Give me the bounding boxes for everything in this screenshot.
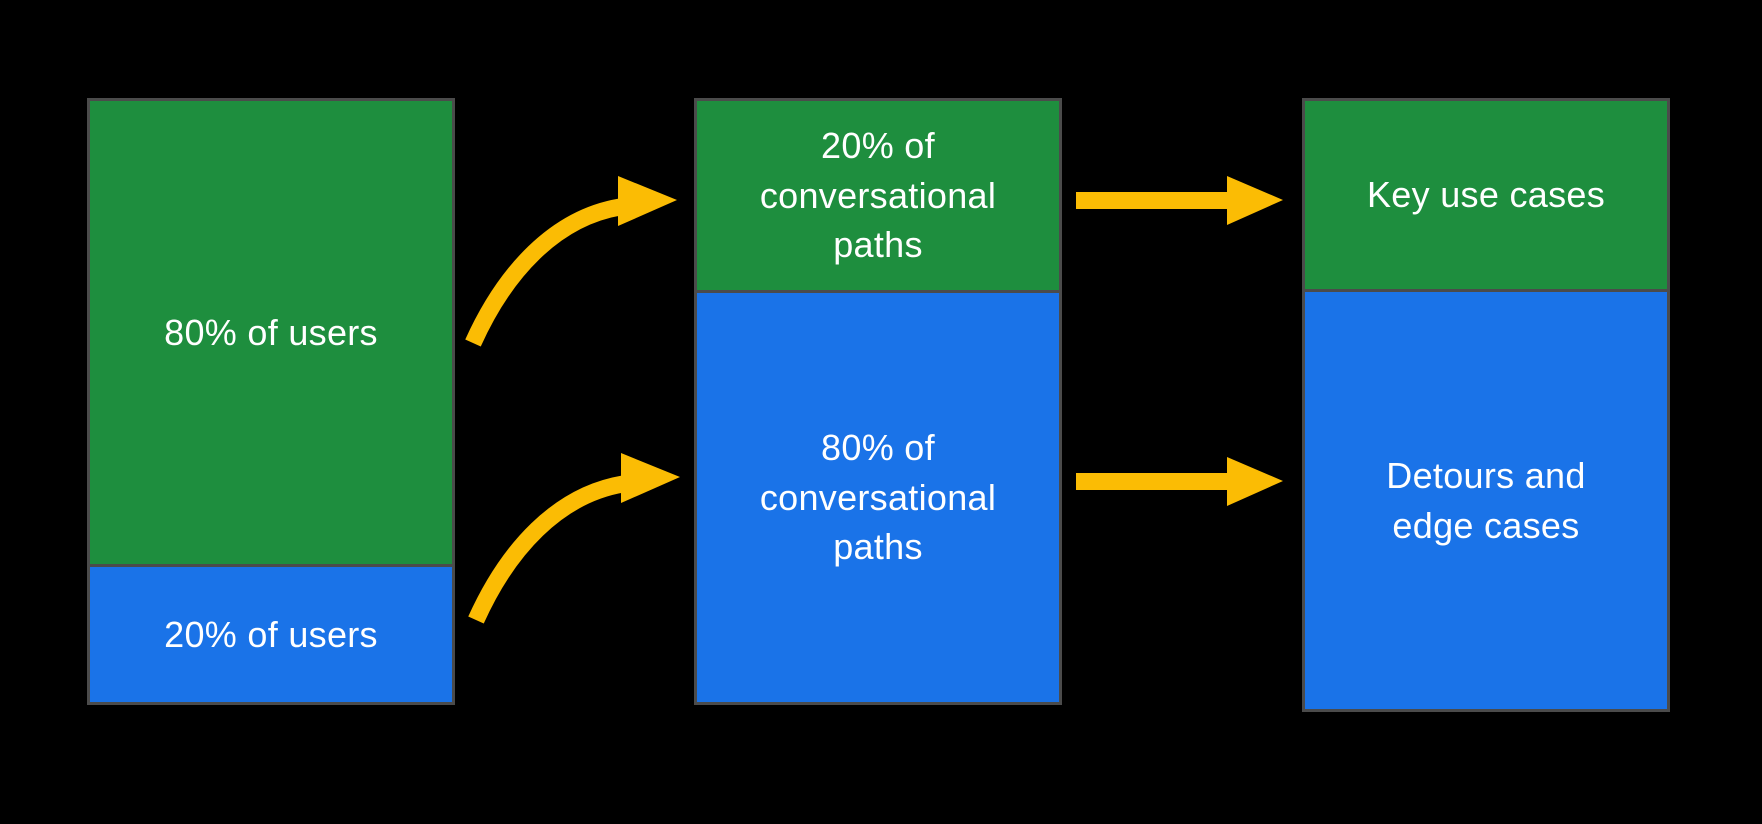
segment-label: Key use cases (1366, 174, 1606, 216)
segment-label: 80% of conversational paths (759, 426, 997, 568)
segment-key-use-cases: Key use cases (1305, 101, 1667, 292)
segment-80-percent-paths: 80% of conversational paths (697, 293, 1059, 702)
segment-20-percent-users: 20% of users (90, 567, 452, 702)
column-outcomes: Key use cases Detours and edge cases (1302, 98, 1670, 712)
curved-arrow-bottom-icon (468, 453, 680, 624)
segment-label: 20% of conversational paths (759, 124, 997, 266)
segment-20-percent-paths: 20% of conversational paths (697, 101, 1059, 293)
curved-arrow-top-icon (465, 176, 677, 347)
segment-label: Detours and edge cases (1386, 454, 1586, 546)
segment-label: 80% of users (164, 311, 378, 353)
segment-detours-edge-cases: Detours and edge cases (1305, 292, 1667, 709)
column-users: 80% of users 20% of users (87, 98, 455, 705)
column-conversational-paths: 20% of conversational paths 80% of conve… (694, 98, 1062, 705)
straight-arrow-bottom-icon (1076, 457, 1283, 506)
straight-arrow-top-icon (1076, 176, 1283, 225)
segment-label: 20% of users (164, 613, 378, 655)
segment-80-percent-users: 80% of users (90, 101, 452, 567)
